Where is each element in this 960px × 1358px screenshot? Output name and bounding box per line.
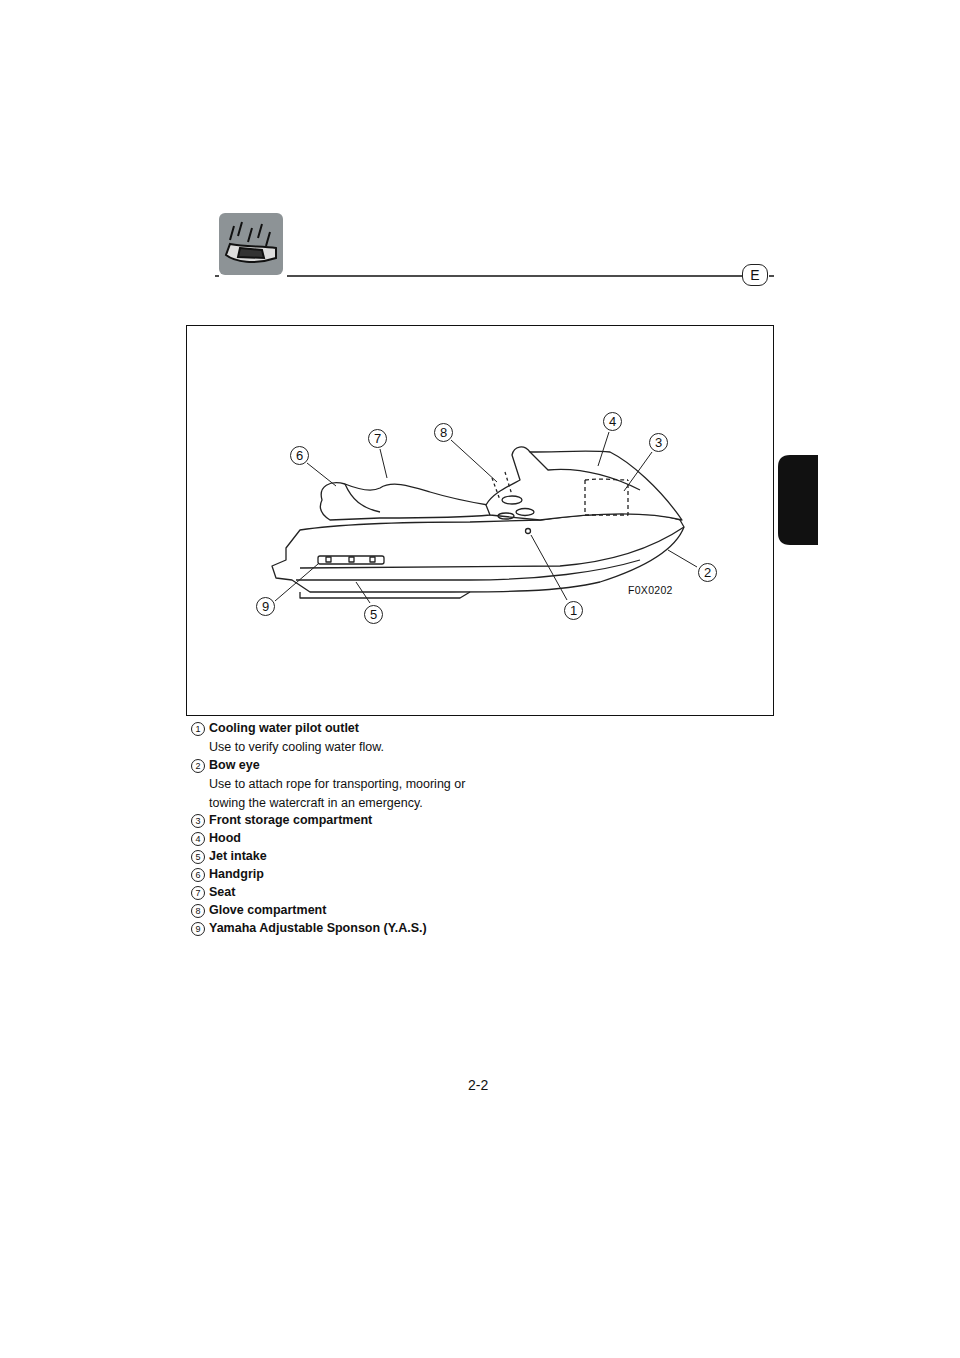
callout-number: 8 bbox=[191, 904, 205, 918]
figure-code: F0X0202 bbox=[628, 581, 673, 599]
part-name: Yamaha Adjustable Sponson (Y.A.S.) bbox=[209, 919, 427, 937]
part-name: Cooling water pilot outlet bbox=[209, 719, 359, 737]
part-name: Jet intake bbox=[209, 847, 267, 865]
callout-number: 2 bbox=[191, 759, 205, 773]
part-name: Front storage compartment bbox=[209, 811, 372, 829]
chapter-icon bbox=[219, 213, 283, 275]
callout-number: 1 bbox=[191, 722, 205, 736]
callout-number: 4 bbox=[191, 832, 205, 846]
part-name: Glove compartment bbox=[209, 901, 326, 919]
icon-figure bbox=[226, 222, 276, 262]
part-name: Bow eye bbox=[209, 756, 260, 774]
callout-number: 7 bbox=[191, 886, 205, 900]
callout-number: 3 bbox=[649, 433, 668, 452]
callout-number: 7 bbox=[368, 429, 387, 448]
page-number: 2-2 bbox=[468, 1076, 488, 1094]
part-name: Hood bbox=[209, 829, 241, 847]
callout-number: 9 bbox=[256, 597, 275, 616]
part-note: Use to attach rope for transporting, moo… bbox=[209, 775, 499, 813]
callout-number: 8 bbox=[434, 423, 453, 442]
part-note: Use to verify cooling water flow. bbox=[209, 738, 549, 757]
watercraft-drawing bbox=[272, 447, 684, 598]
callout-number: 5 bbox=[364, 605, 383, 624]
header-rule bbox=[769, 275, 774, 277]
callout-number: 2 bbox=[698, 563, 717, 582]
callout-number: 9 bbox=[191, 922, 205, 936]
language-mark: E bbox=[742, 264, 768, 286]
chapter-tab bbox=[778, 455, 818, 545]
part-name: Handgrip bbox=[209, 865, 264, 883]
callout-number: 6 bbox=[290, 446, 309, 465]
header-rule bbox=[287, 275, 742, 277]
part-name: Seat bbox=[209, 883, 235, 901]
header-rule bbox=[215, 275, 219, 277]
callout-number: 3 bbox=[191, 814, 205, 828]
callout-number: 1 bbox=[564, 601, 583, 620]
figure-frame bbox=[187, 326, 774, 716]
callout-number: 5 bbox=[191, 850, 205, 864]
callout-number: 4 bbox=[603, 412, 622, 431]
leader-line bbox=[275, 432, 697, 603]
callout-number: 6 bbox=[191, 868, 205, 882]
